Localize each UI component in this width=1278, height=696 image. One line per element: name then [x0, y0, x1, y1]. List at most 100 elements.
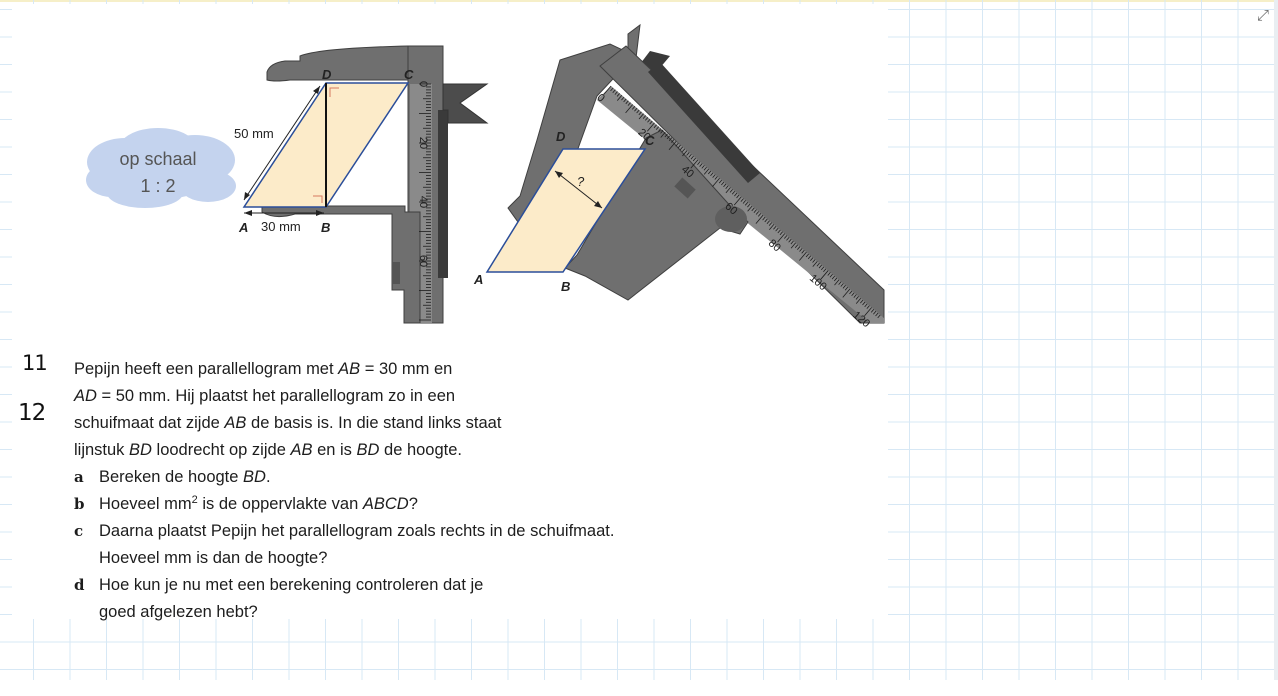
right-scale-tick [645, 117, 649, 121]
right-scale-tick [668, 141, 677, 151]
right-height-arrow [554, 170, 603, 209]
right-label-d: D [556, 129, 566, 144]
right-scale-tick [768, 222, 773, 226]
right-scale-tick [690, 155, 694, 160]
right-scale-tick [625, 100, 629, 105]
cloud-line-1: op schaal [119, 149, 196, 169]
right-scale-tick [877, 314, 881, 319]
right-scale-tick [733, 196, 742, 206]
question-b-letter: b [74, 495, 85, 513]
right-scale-tick [621, 96, 625, 101]
right-scale-tick [755, 214, 764, 224]
right-scale-tick [786, 237, 790, 241]
handwritten-12: 12 [18, 400, 46, 426]
right-scale-tick [627, 102, 631, 106]
right-scale-tick [736, 194, 740, 199]
right-scale-tick [634, 107, 638, 112]
right-scale-tick [862, 301, 866, 306]
right-scale-tick [747, 203, 751, 208]
right-scale-tick [731, 190, 736, 195]
question-b: b Hoeveel mm2 is de oppervlakte van ABCD… [74, 491, 694, 518]
right-scale-tick [697, 161, 701, 165]
left-ab-length: 30 mm [261, 219, 301, 234]
right-scale-tick [788, 238, 792, 243]
right-scale-tick [784, 235, 788, 239]
right-scale-tick [603, 85, 612, 95]
right-scale-tick [647, 118, 651, 123]
left-scale-number: 20 [417, 137, 429, 149]
right-scale-tick [801, 249, 805, 254]
right-scale-tick [744, 202, 749, 206]
right-scale-tick [699, 163, 703, 167]
right-scale-tick [617, 94, 623, 101]
right-scale-tick [838, 281, 842, 285]
right-scale-tick [664, 133, 668, 138]
right-scale-tick [816, 262, 820, 267]
right-scale-tick [827, 272, 831, 276]
right-height-unknown: ? [577, 174, 585, 189]
right-scale-tick [703, 168, 710, 175]
right-label-a: A [473, 272, 483, 287]
right-scale-tick [799, 251, 807, 261]
right-scale-tick [623, 98, 627, 103]
right-scale-tick [834, 279, 840, 286]
right-scale-tick [638, 111, 642, 116]
right-scale-tick [753, 209, 757, 213]
right-scale-tick [710, 172, 714, 177]
left-label-c: C [404, 67, 414, 82]
right-scale-tick [725, 185, 729, 189]
right-scale-tick [757, 213, 762, 217]
right-scale-tick [840, 283, 844, 287]
left-scale-number: 0 [417, 81, 429, 87]
expand-icon[interactable]: ⤢ [1256, 7, 1269, 24]
left-label-d: D [322, 67, 332, 82]
right-scale-tick [818, 264, 822, 269]
right-scale-tick [708, 170, 712, 175]
right-scale-tick [616, 93, 620, 97]
right-scale-tick [849, 290, 853, 295]
question-c-letter: c [74, 522, 84, 540]
right-scale-tick [855, 297, 862, 304]
right-scale-tick [677, 144, 681, 149]
right-scale-tick [812, 259, 816, 263]
right-scale-tick [864, 303, 868, 308]
right-scale-tick [853, 294, 857, 298]
right-scale-tick [820, 270, 829, 280]
question-a-letter: a [74, 468, 84, 486]
right-scale-tick [701, 165, 705, 169]
scale-cloud: op schaal 1 : 2 [86, 128, 236, 208]
right-scale-tick [842, 285, 846, 289]
right-scale-tick [729, 189, 733, 193]
right-label-c: C [645, 133, 655, 148]
right-scale-tick [807, 255, 812, 260]
right-scale-tick [777, 229, 781, 234]
right-edge [1274, 0, 1278, 696]
right-scale-tick [740, 198, 744, 202]
question-d: d Hoe kun je nu met een berekening contr… [74, 572, 694, 626]
left-label-a: A [238, 220, 248, 235]
right-scale-tick [829, 273, 833, 278]
right-scale-tick [686, 152, 690, 156]
right-scale-tick [775, 227, 779, 232]
left-scale-number: 60 [417, 255, 429, 267]
right-scale-tick [779, 231, 783, 236]
right-scale-tick [658, 128, 662, 132]
right-scale-tick [718, 179, 723, 184]
right-scale-tick [636, 109, 640, 114]
intro-line-2: AD = 50 mm. Hij plaatst het parallellogr… [74, 387, 456, 405]
right-scale-tick [692, 157, 697, 162]
right-scale-tick [660, 131, 666, 138]
question-d-letter: d [74, 576, 85, 594]
right-scale-tick [855, 296, 859, 300]
right-scale-tick [844, 286, 849, 291]
problem-text: Pepijn heeft een parallellogram met AB =… [74, 356, 694, 626]
right-scale-tick [675, 142, 679, 147]
right-scale-tick [638, 113, 644, 120]
right-scale-tick [679, 146, 683, 151]
intro-line-3: schuifmaat dat zijde AB de basis is. In … [74, 414, 502, 432]
left-label-b: B [321, 220, 330, 235]
right-scale-tick [790, 240, 794, 245]
right-scale-tick [668, 137, 673, 141]
